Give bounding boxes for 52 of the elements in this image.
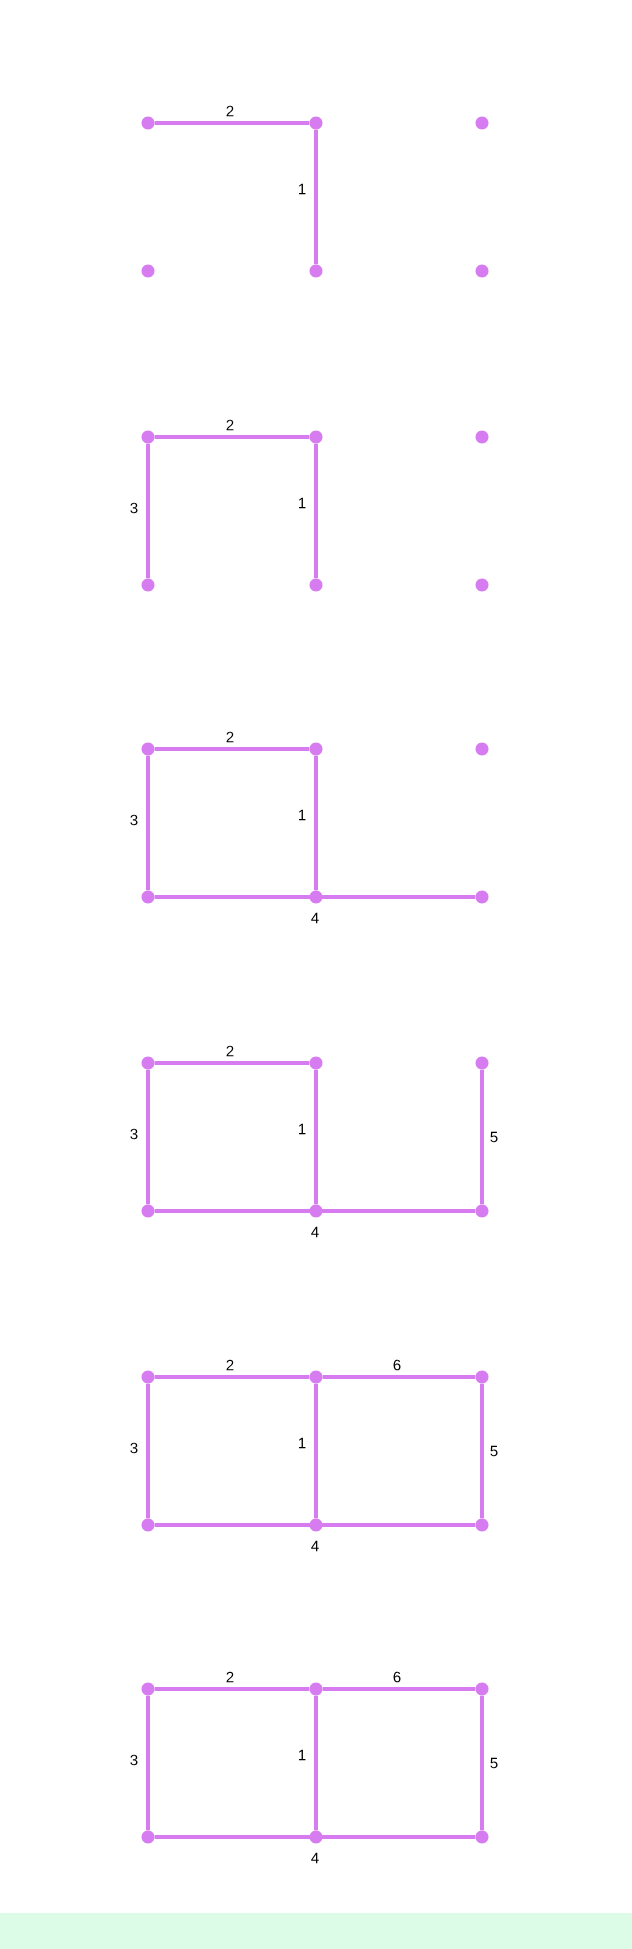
line-segment (314, 129, 318, 265)
line-segment (154, 895, 476, 899)
edge-label: 1 (296, 182, 308, 196)
edge-label: 6 (391, 1670, 403, 1684)
edge-label: 5 (488, 1130, 500, 1144)
line-segment (154, 747, 310, 751)
line-segment (480, 1695, 484, 1831)
edge-label: 1 (296, 1748, 308, 1762)
edge-label: 2 (224, 1670, 236, 1684)
edge-label: 4 (309, 1225, 321, 1239)
line-segment (154, 1835, 476, 1839)
edge-label: 1 (296, 1436, 308, 1450)
edge-label: 5 (488, 1444, 500, 1458)
line-segment (154, 121, 310, 125)
line-segment (146, 1383, 150, 1519)
edge-label: 1 (296, 808, 308, 822)
edge-label: 4 (309, 1851, 321, 1865)
edge-label: 1 (296, 1122, 308, 1136)
edge-label: 3 (128, 501, 140, 515)
edge-label: 2 (224, 418, 236, 432)
edge-label: 3 (128, 1441, 140, 1455)
edge-label: 4 (309, 911, 321, 925)
edge-label: 2 (224, 1358, 236, 1372)
line-segment (146, 1695, 150, 1831)
edge-label: 3 (128, 813, 140, 827)
line-segment (480, 1383, 484, 1519)
line-segment (322, 1375, 476, 1379)
line-segment (480, 1069, 484, 1205)
line-segment (314, 443, 318, 579)
line-segment (154, 1687, 310, 1691)
line-segment (154, 1061, 310, 1065)
line-segment (314, 1383, 318, 1519)
line-segment (154, 1209, 476, 1213)
edge-label: 2 (224, 104, 236, 118)
line-segment (154, 435, 310, 439)
edge-label: 2 (224, 730, 236, 744)
line-segment (314, 1695, 318, 1831)
line-segment (314, 1069, 318, 1205)
edge-label: 3 (128, 1127, 140, 1141)
edge-label: 4 (309, 1539, 321, 1553)
edge-label: 6 (391, 1358, 403, 1372)
line-segment (154, 1375, 310, 1379)
edge-label: 2 (224, 1044, 236, 1058)
line-segment (314, 755, 318, 891)
line-segment (154, 1523, 476, 1527)
line-segment (146, 755, 150, 891)
line-segment (146, 1069, 150, 1205)
line-segment (146, 443, 150, 579)
edge-label: 1 (296, 496, 308, 510)
line-segment (322, 1687, 476, 1691)
edge-label: 5 (488, 1756, 500, 1770)
edge-label: 3 (128, 1753, 140, 1767)
